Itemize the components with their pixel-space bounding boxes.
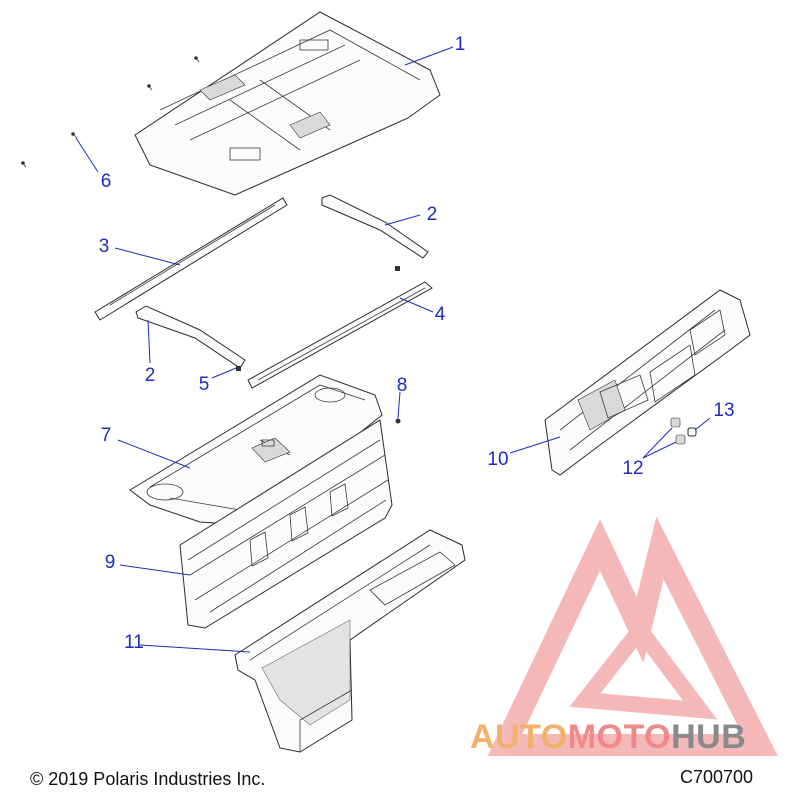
- part-screw-set: [21, 56, 200, 168]
- watermark-moto: MOTO: [567, 718, 672, 756]
- callout-9: 9: [104, 552, 116, 573]
- part-clip-lower: [236, 366, 241, 371]
- callout-7: 7: [100, 425, 112, 446]
- part-fastener: [395, 418, 401, 424]
- part-clip-upper: [395, 266, 400, 271]
- part-clip-pair: [670, 417, 697, 445]
- watermark-wordmark: AUTOMOTOHUB: [470, 718, 746, 757]
- callout-10: 10: [487, 449, 509, 470]
- watermark-hub: HUB: [671, 718, 747, 756]
- callout-12: 12: [622, 458, 644, 479]
- callout-13: 13: [713, 400, 735, 421]
- part-seal-strip-right: [247, 281, 433, 389]
- part-floor-tub: [234, 529, 466, 753]
- callout-6: 6: [100, 171, 112, 192]
- callout-3: 3: [98, 236, 110, 257]
- part-trim-lower: [135, 305, 246, 369]
- part-roof: [134, 11, 441, 196]
- callout-11: 11: [124, 632, 144, 653]
- callout-leader-lines: [75, 46, 711, 653]
- callout-5: 5: [198, 374, 210, 395]
- callout-1: 1: [454, 34, 466, 55]
- part-seal-strip-left: [94, 197, 288, 321]
- part-dash-frame: [544, 289, 751, 476]
- callout-2-lower: 2: [144, 365, 156, 386]
- callout-2-upper: 2: [426, 204, 438, 225]
- watermark-logo-icon: [487, 516, 778, 756]
- watermark-auto: AUTO: [470, 718, 568, 756]
- part-rear-panel: [179, 419, 393, 629]
- part-trim-upper: [321, 194, 429, 259]
- diagram-code: C700700: [680, 767, 754, 787]
- copyright-text: © 2019 Polaris Industries Inc.: [30, 769, 266, 789]
- callout-4: 4: [434, 304, 446, 325]
- callout-8: 8: [396, 375, 408, 396]
